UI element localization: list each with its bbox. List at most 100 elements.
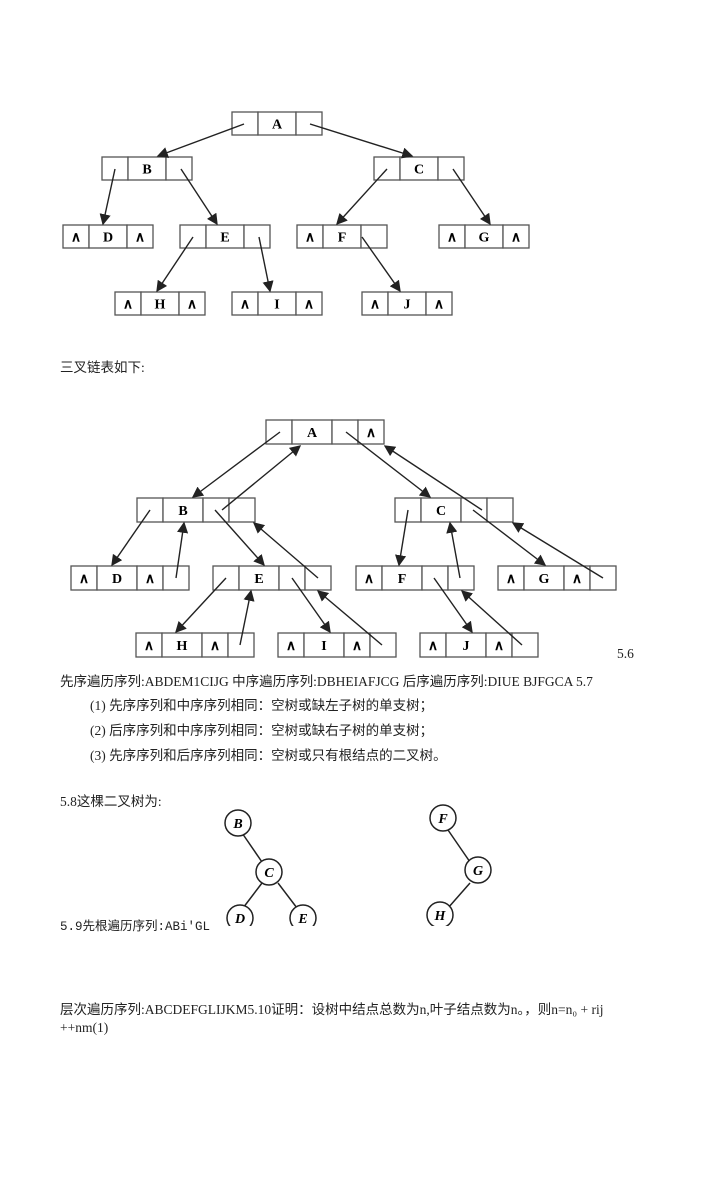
node-cell [420, 497, 462, 523]
node-cell [511, 632, 539, 658]
pointer-arrow [383, 445, 483, 511]
tree-node-label: B [232, 817, 242, 832]
node-label: A [307, 426, 318, 441]
pointer-arrow [239, 589, 255, 646]
null-pointer-symbol: ∧ [187, 298, 197, 313]
node-I: ∧ I ∧ [231, 291, 323, 316]
node-label: J [463, 639, 470, 654]
tree-node-circle [255, 858, 283, 886]
node-G: ∧G∧ [438, 224, 530, 249]
pointer-arrow [191, 431, 281, 498]
tree-node-label: G [473, 864, 483, 879]
node-F: ∧F [296, 224, 388, 249]
tree-node-circle [224, 809, 252, 837]
node-cell [277, 632, 305, 658]
node-label: H [155, 298, 166, 313]
pointer-arrow [291, 577, 331, 634]
null-pointer-symbol: ∧ [506, 572, 516, 587]
node-J: ∧ J ∧ [361, 291, 453, 316]
node-C: C [373, 156, 465, 181]
pointer-arrow [361, 236, 401, 293]
node-cell [228, 497, 256, 523]
pointer-arrow [221, 445, 302, 511]
section-5-8-heading: 5.8这棵二叉树为: [60, 794, 162, 809]
node-label: D [112, 572, 122, 587]
node-H: ∧ H ∧ [114, 291, 206, 316]
node-D: ∧D∧ [70, 565, 190, 591]
node-cell [178, 291, 206, 316]
node-label: F [338, 231, 347, 246]
node-cell [360, 224, 388, 249]
node-cell [201, 632, 229, 658]
node-label: I [274, 298, 279, 313]
node-label: H [177, 639, 188, 654]
null-pointer-symbol: ∧ [71, 231, 81, 246]
null-pointer-symbol: ∧ [286, 639, 296, 654]
null-pointer-symbol: ∧ [447, 231, 457, 246]
section-5-9-text: 5.9先根遍历序列:ABi'GL [60, 915, 211, 934]
node-cell [355, 565, 383, 591]
pointer-arrow [309, 123, 414, 159]
node-I: ∧I∧ [277, 632, 397, 658]
null-pointer-symbol: ∧ [364, 572, 374, 587]
node-label: J [404, 298, 411, 313]
pointer-arrow [111, 509, 151, 567]
node-H: ∧H∧ [135, 632, 255, 658]
node-cell [486, 497, 514, 523]
pointer-arrow [156, 236, 194, 293]
null-pointer-symbol: ∧ [366, 426, 376, 441]
null-pointer-symbol: ∧ [370, 298, 380, 313]
node-cell [447, 565, 475, 591]
tree-node-label: E [297, 912, 307, 927]
tree-node-circle [464, 856, 492, 884]
pointer-arrow [258, 236, 274, 293]
pointer-arrow [395, 509, 409, 567]
node-cell [357, 419, 385, 445]
node-cell [485, 632, 513, 658]
node-cell [421, 565, 449, 591]
pointer-arrow [156, 123, 245, 158]
pointer-arrow [316, 590, 383, 646]
null-pointer-symbol: ∧ [135, 231, 145, 246]
tree-node-label: H [434, 909, 447, 924]
node-label: C [414, 163, 424, 178]
pointer-arrow [433, 577, 473, 634]
pointer-arrow [180, 168, 218, 226]
null-pointer-symbol: ∧ [494, 639, 504, 654]
node-cell [135, 632, 163, 658]
pointer-arrow [336, 168, 388, 226]
node-cell [291, 419, 333, 445]
pointer-arrow [511, 522, 604, 579]
node-cell [126, 224, 154, 249]
null-pointer-symbol: ∧ [511, 231, 521, 246]
null-pointer-symbol: ∧ [434, 298, 444, 313]
node-cell [437, 156, 465, 181]
pointer-arrow [446, 521, 461, 579]
null-pointer-symbol: ∧ [240, 298, 250, 313]
pointer-arrow [460, 590, 523, 646]
node-label: E [220, 231, 229, 246]
null-pointer-symbol: ∧ [123, 298, 133, 313]
node-B: B [136, 497, 256, 523]
null-pointer-symbol: ∧ [304, 298, 314, 313]
pointer-arrow [214, 509, 265, 567]
level-order-line: 层次遍历序列:ABCDEFGLIJKM5.10证明：设树中结点总数为n,叶子结点… [60, 1002, 604, 1017]
node-cell [295, 111, 323, 136]
node-E: E [179, 224, 271, 249]
tree-node-label: C [264, 866, 274, 881]
null-pointer-symbol: ∧ [352, 639, 362, 654]
node-cell [502, 224, 530, 249]
answer-item-3: (3) 先序序列和后序序列相同：空树或只有根结点的二叉树。 [90, 748, 447, 763]
node-F: ∧F [355, 565, 475, 591]
pointer-arrow [175, 521, 189, 579]
node-A: A∧ [265, 419, 385, 445]
traversal-sequences: 先序遍历序列:ABDEM1CIJG 中序遍历序列:DBHEIAFJCG 后序遍历… [60, 674, 593, 689]
null-pointer-symbol: ∧ [572, 572, 582, 587]
node-cell [243, 224, 271, 249]
answer-item-2: (2) 后序序列和中序序列相同：空树或缺右子树的单支树； [90, 723, 434, 738]
null-pointer-symbol: ∧ [305, 231, 315, 246]
null-pointer-symbol: ∧ [144, 639, 154, 654]
